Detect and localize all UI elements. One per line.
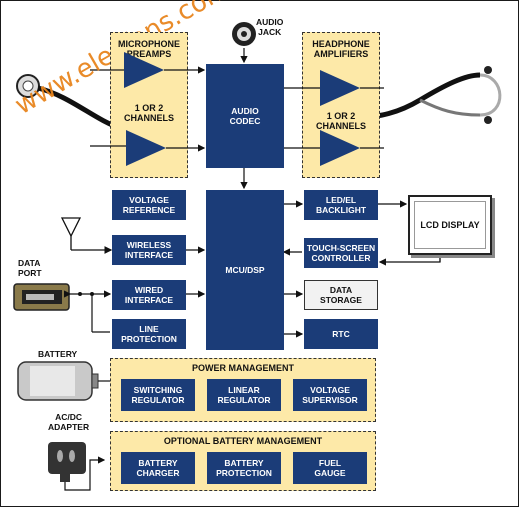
microphone-preamps-zone: MICROPHONE PREAMPS 1 OR 2 CHANNELS [110,32,188,178]
power-management-title: POWER MANAGEMENT [192,363,294,373]
switching-regulator-block: SWITCHING REGULATOR [121,379,195,411]
optional-battery-management-title: OPTIONAL BATTERY MANAGEMENT [163,436,323,446]
voltage-supervisor-block: VOLTAGE SUPERVISOR [293,379,367,411]
lcd-display-label: LCD DISPLAY [420,220,480,230]
touch-screen-controller-block: TOUCH-SCREEN CONTROLLER [304,238,378,268]
wired-interface-block: WIRED INTERFACE [112,280,186,310]
linear-regulator-block: LINEAR REGULATOR [207,379,281,411]
audio-jack-label: AUDIO JACK [256,17,284,37]
wireless-interface-block: WIRELESS INTERFACE [112,235,186,265]
audio-jack-icon [232,22,256,46]
usb-port-icon [13,283,70,311]
antenna-icon [60,217,113,254]
optional-battery-management-zone: OPTIONAL BATTERY MANAGEMENT BATTERY CHAR… [110,431,376,491]
battery-protection-block: BATTERY PROTECTION [207,452,281,484]
battery-icon [17,361,99,401]
lcd-display-bezel [414,201,486,249]
lcd-display: LCD DISPLAY [408,195,492,255]
audio-codec-block: AUDIO CODEC [206,64,284,168]
ac-dc-adapter-label: AC/DC ADAPTER [48,412,90,432]
voltage-reference-block: VOLTAGE REFERENCE [112,190,186,220]
mcu-dsp-block: MCU/DSP [206,190,284,350]
power-management-zone: POWER MANAGEMENT SWITCHING REGULATOR LIN… [110,358,376,422]
headphone-amplifiers-zone: HEADPHONE AMPLIFIERS 1 OR 2 CHANNELS [302,32,380,178]
headphone-amplifiers-title: HEADPHONE AMPLIFIERS [312,39,370,59]
line-protection-block: LINE PROTECTION [112,319,186,349]
ac-dc-adapter-icon [48,442,106,491]
data-storage-block: DATA STORAGE [304,280,378,310]
data-port-label: DATA PORT [18,258,42,278]
battery-charger-block: BATTERY CHARGER [121,452,195,484]
microphone-preamps-title: MICROPHONE PREAMPS [117,39,180,59]
rtc-block: RTC [304,319,378,349]
microphone-channels-label: 1 OR 2 CHANNELS [123,103,174,123]
headphone-channels-label: 1 OR 2 CHANNELS [315,111,366,131]
battery-label: BATTERY [38,349,78,359]
led-backlight-block: LED/EL BACKLIGHT [304,190,378,220]
fuel-gauge-block: FUEL GAUGE [293,452,367,484]
